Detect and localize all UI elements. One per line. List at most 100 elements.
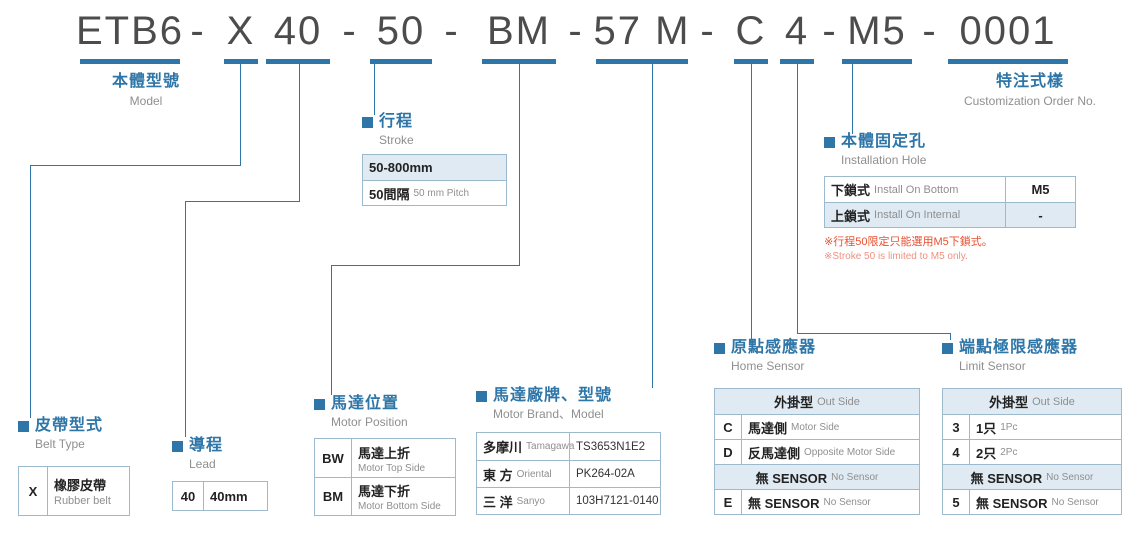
code-text: M5 [847, 9, 907, 53]
connector-line [797, 63, 798, 334]
code-text: ETB6 [75, 9, 185, 53]
divider-zh: 無 SENSOR [970, 470, 1043, 486]
segment-underline [596, 59, 688, 64]
motor-brand-zh: 三 洋 [483, 494, 513, 510]
code-segment-model: ETB6 [76, 8, 182, 64]
install-option-value: - [1038, 207, 1043, 223]
sensor-code: 5 [952, 494, 960, 510]
sensor-code: D [723, 444, 733, 460]
stroke-pitch-cell: 50間隔 50 mm Pitch [363, 181, 506, 205]
sensor-desc-cell: 無 SENSOR No Sensor [741, 490, 919, 514]
section-bullet-icon [362, 116, 373, 128]
separator-text: - [822, 9, 838, 53]
code-separator: - [338, 8, 362, 54]
sensor-desc-zh: 1只 [976, 420, 997, 436]
motor-brand-section: 馬達廠牌、型號 Motor Brand、Model 多摩川 Tamagawa T… [476, 386, 661, 515]
sensor-desc-zh: 無 SENSOR [976, 495, 1048, 511]
segment-underline [780, 59, 814, 64]
stroke-range-cell: 50-800mm [363, 155, 506, 180]
segment-underline [80, 59, 180, 64]
table-row: 5 無 SENSOR No Sensor [943, 489, 1121, 514]
code-text: 50 [376, 9, 426, 53]
code-separator: - [564, 8, 588, 54]
table-row: 下鎖式 Install On Bottom M5 [825, 177, 1075, 202]
motor-brand-cell: 東 方 Oriental [477, 461, 569, 487]
code-segment-home-sensor: C [734, 8, 768, 64]
stroke-section: 行程 Stroke 50-800mm 50間隔 50 mm Pitch [362, 112, 507, 206]
belt-code: X [28, 483, 38, 499]
lead-section: 導程 Lead 40 40mm [172, 436, 268, 511]
belt-type-section: 皮帶型式 Belt Type X 橡膠皮帶 Rubber belt [18, 416, 130, 516]
segment-underline [734, 59, 768, 64]
no-sensor-divider-cell: 無 SENSOR No Sensor [715, 465, 919, 489]
code-separator: - [440, 8, 464, 54]
code-segment-installation-hole: M5 [842, 8, 912, 64]
belt-desc-cell: 橡膠皮帶 Rubber belt [47, 467, 129, 515]
motor-model-cell: TS3653N1E2 [569, 433, 660, 460]
home-sensor-title-zh: 原點感應器 [731, 339, 817, 356]
connector-line [751, 63, 752, 340]
table-divider-row: 無 SENSOR No Sensor [943, 464, 1121, 489]
stroke-table: 50-800mm 50間隔 50 mm Pitch [362, 154, 507, 206]
motor-position-title-zh: 馬達位置 [331, 395, 400, 412]
lead-code-cell: 40 [173, 482, 203, 510]
lead-code: 40 [180, 488, 196, 504]
lead-value: 40mm [210, 488, 248, 504]
sensor-desc-cell: 反馬達側 Opposite Motor Side [741, 440, 919, 464]
limit-sensor-title-zh: 端點極限感應器 [959, 339, 1079, 356]
installation-note-en: ※Stroke 50 is limited to M5 only. [824, 251, 968, 262]
belt-code-cell: X [19, 467, 47, 515]
header-zh: 外掛型 [774, 395, 814, 410]
connector-line [652, 63, 653, 388]
connector-line [30, 165, 31, 418]
header-en: Out Side [1032, 395, 1075, 408]
sensor-desc-cell: 2只 2Pc [969, 440, 1121, 464]
section-bullet-icon [18, 420, 29, 432]
installation-hole-title-en: Installation Hole [841, 153, 927, 167]
belt-type-title-zh: 皮帶型式 [35, 417, 104, 434]
code-text: 40 [273, 9, 323, 53]
code-text: X [226, 9, 256, 53]
code-segment-lead: 40 [266, 8, 330, 64]
sensor-desc-zh: 無 SENSOR [748, 495, 820, 511]
sensor-code: 3 [952, 419, 960, 435]
table-row: 50間隔 50 mm Pitch [363, 180, 506, 205]
code-segment-limit-sensor: 4 [780, 8, 814, 64]
stroke-heading: 行程 [362, 112, 507, 132]
header-en: Out Side [817, 395, 860, 408]
sensor-desc-cell: 無 SENSOR No Sensor [969, 490, 1121, 514]
motor-brand-cell: 三 洋 Sanyo [477, 488, 569, 514]
connector-line [374, 63, 375, 115]
table-row: 3 1只 1Pc [943, 414, 1121, 439]
motor-brand-zh: 多摩川 [483, 440, 523, 455]
table-row: 多摩川 Tamagawa TS3653N1E2 [477, 433, 660, 460]
separator-text: - [700, 9, 716, 53]
model-label-en: Model [129, 94, 163, 108]
motor-position-code-cell: BM [315, 478, 351, 515]
motor-brand-title-zh: 馬達廠牌、型號 [493, 387, 613, 404]
sensor-desc-cell: 1只 1Pc [969, 415, 1121, 439]
stroke-pitch-zh: 50間隔 [369, 186, 410, 202]
sensor-code-cell: D [715, 440, 741, 464]
connector-line [30, 165, 241, 166]
segment-underline [842, 59, 912, 64]
sensor-desc-en: No Sensor [823, 496, 871, 508]
install-option-en: Install On Internal [874, 209, 961, 221]
lead-title-zh: 導程 [189, 437, 224, 454]
code-segment-stroke: 50 [370, 8, 432, 64]
sensor-code: C [723, 419, 733, 435]
table-divider-row: 無 SENSOR No Sensor [715, 464, 919, 489]
segment-underline [224, 59, 258, 64]
motor-position-desc-cell: 馬達上折 Motor Top Side [351, 439, 455, 477]
connector-line [852, 63, 853, 134]
motor-position-zh: 馬達上折 [358, 445, 411, 461]
motor-brand-table: 多摩川 Tamagawa TS3653N1E2 東 方 Oriental PK2… [476, 432, 661, 515]
sensor-desc-en: 2Pc [1000, 446, 1018, 458]
code-text: 0001 [959, 9, 1057, 53]
code-separator: - [186, 8, 210, 54]
motor-brand-cell: 多摩川 Tamagawa [477, 433, 574, 460]
segment-underline [370, 59, 432, 64]
code-separator: - [918, 8, 942, 54]
installation-hole-section: 本體固定孔 Installation Hole 下鎖式 Install On B… [824, 132, 1076, 262]
connector-line [299, 63, 300, 202]
